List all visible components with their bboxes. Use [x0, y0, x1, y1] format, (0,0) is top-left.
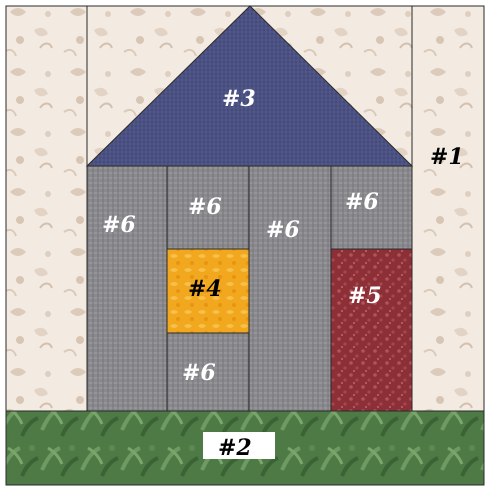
- label-background: #1: [430, 144, 464, 170]
- label-wall-left: #6: [102, 212, 136, 238]
- label-roof: #3: [222, 86, 256, 112]
- label-wall-center: #6: [266, 217, 300, 243]
- label-wall-above-door: #6: [345, 189, 379, 215]
- label-window: #4: [188, 276, 222, 302]
- door-panel: [331, 249, 412, 411]
- label-wall-below-window: #6: [182, 360, 216, 386]
- label-door: #5: [348, 283, 382, 309]
- wall-center-panel: [249, 166, 331, 411]
- wall-left-panel: [87, 166, 167, 411]
- label-wall-above-window: #6: [188, 194, 222, 220]
- label-grass: #2: [218, 435, 252, 461]
